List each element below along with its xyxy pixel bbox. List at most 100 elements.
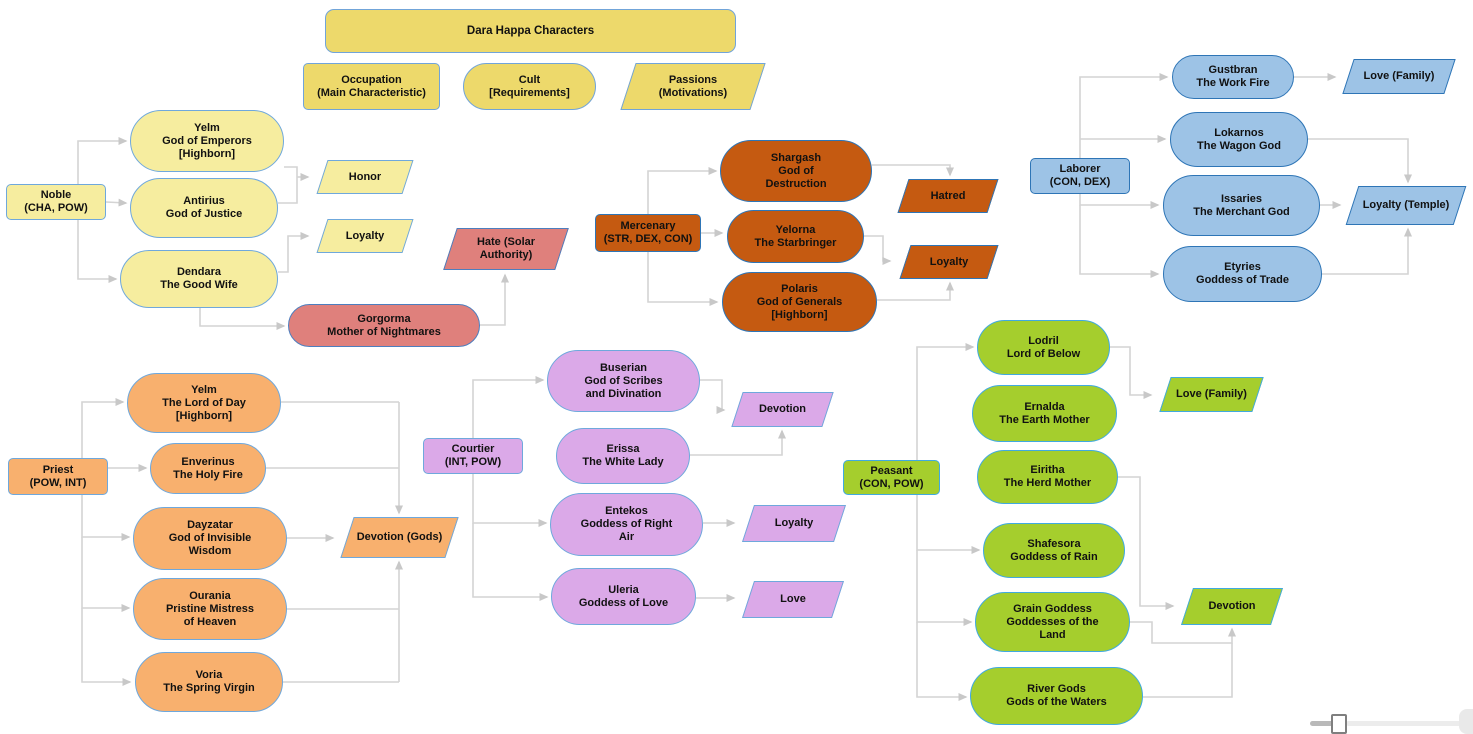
polaris-label: Polaris God of Generals [Highborn] xyxy=(756,282,843,321)
node-dayzatar[interactable]: Dayzatar God of Invisible Wisdom xyxy=(133,507,287,570)
node-river-gods[interactable]: River Gods Gods of the Waters xyxy=(970,667,1143,725)
enverinus-label: Enverinus The Holy Fire xyxy=(173,455,243,481)
node-etyries[interactable]: Etyries Goddess of Trade xyxy=(1163,246,1322,302)
courtier-label: Courtier (INT, POW) xyxy=(444,443,502,468)
node-dendara[interactable]: Dendara The Good Wife xyxy=(120,250,278,308)
edge-laborer-to-etyries xyxy=(1079,205,1160,278)
edge-noble-to-dendara xyxy=(77,220,118,283)
node-loyalty-temple[interactable]: Loyalty (Temple) xyxy=(1342,186,1470,225)
shafesora-label: Shafesora Goddess of Rain xyxy=(1010,537,1098,563)
legend-occupation-label: Occupation (Main Characteristic) xyxy=(317,73,426,99)
node-laborer[interactable]: Laborer (CON, DEX) xyxy=(1030,158,1130,194)
node-hate-solar-authority[interactable]: Hate (Solar Authority) xyxy=(440,228,572,270)
node-loyalty-mercenary[interactable]: Loyalty xyxy=(895,245,1003,279)
node-peasant[interactable]: Peasant (CON, POW) xyxy=(843,460,940,495)
node-noble[interactable]: Noble (CHA, POW) xyxy=(6,184,106,220)
edge-priest-to-ourania xyxy=(81,537,131,612)
edge-peasant-to-shafesora xyxy=(916,495,981,554)
yelorna-label: Yelorna The Starbringer xyxy=(754,223,837,249)
laborer-label: Laborer (CON, DEX) xyxy=(1049,163,1111,188)
node-devotion-gods[interactable]: Devotion (Gods) xyxy=(337,517,462,558)
yelm-emperors-label: Yelm God of Emperors [Highborn] xyxy=(162,121,252,160)
node-shafesora[interactable]: Shafesora Goddess of Rain xyxy=(983,523,1125,578)
edge-laborer-to-issaries xyxy=(1079,194,1160,209)
node-antirius[interactable]: Antirius God of Justice xyxy=(130,178,278,238)
edge-courtier-to-buserian xyxy=(472,376,545,438)
node-gustbran[interactable]: Gustbran The Work Fire xyxy=(1172,55,1294,99)
loyalty-temple-label: Loyalty (Temple) xyxy=(1362,199,1450,211)
edge-shargash-to-hatred xyxy=(872,164,954,177)
lokarnos-label: Lokarnos The Wagon God xyxy=(1197,126,1281,152)
node-loyalty-courtier[interactable]: Loyalty xyxy=(738,505,850,542)
etyries-label: Etyries Goddess of Trade xyxy=(1196,261,1289,286)
node-devotion-courtier[interactable]: Devotion xyxy=(727,392,838,427)
legend-passions-label: Passions (Motivations) xyxy=(658,73,728,99)
peasant-label: Peasant (CON, POW) xyxy=(859,464,924,490)
node-grain-goddess[interactable]: Grain Goddess Goddesses of the Land xyxy=(975,592,1130,652)
node-uleria[interactable]: Uleria Goddess of Love xyxy=(551,568,696,625)
zoom-slider-track[interactable] xyxy=(1346,721,1462,726)
mercenary-label: Mercenary (STR, DEX, CON) xyxy=(603,220,693,245)
edge-grain-goddess-to-devotion-peasant xyxy=(1130,621,1236,644)
node-love-family-peasant[interactable]: Love (Family) xyxy=(1155,377,1268,412)
node-voria[interactable]: Voria The Spring Virgin xyxy=(135,652,283,712)
node-yelorna[interactable]: Yelorna The Starbringer xyxy=(727,210,864,263)
edge-dendara-to-gorgorma xyxy=(199,308,286,330)
node-shargash[interactable]: Shargash God of Destruction xyxy=(720,140,872,202)
dendara-label: Dendara The Good Wife xyxy=(160,266,238,291)
edge-priest-to-voria xyxy=(81,608,132,686)
edge-priest-to-yelm-lord-of-day xyxy=(81,398,125,458)
node-love-family-laborer[interactable]: Love (Family) xyxy=(1338,59,1460,94)
edge-polaris-to-loyalty-mercenary xyxy=(877,281,954,301)
edge-noble-to-yelm-emperors xyxy=(77,137,128,184)
grain-goddess-label: Grain Goddess Goddesses of the Land xyxy=(1006,602,1099,641)
node-love-courtier[interactable]: Love xyxy=(738,581,848,618)
edge-river-gods-to-devotion-merge xyxy=(1143,643,1233,698)
edge-mercenary-to-shargash xyxy=(647,167,718,214)
node-erissa[interactable]: Erissa The White Lady xyxy=(556,428,690,484)
node-entekos[interactable]: Entekos Goddess of Right Air xyxy=(550,493,703,556)
node-lodril[interactable]: Lodril Lord of Below xyxy=(977,320,1110,375)
node-mercenary[interactable]: Mercenary (STR, DEX, CON) xyxy=(595,214,701,252)
edge-buserian-to-devotion-courtier xyxy=(700,379,726,414)
node-ourania[interactable]: Ourania Pristine Mistress of Heaven xyxy=(133,578,287,640)
node-lokarnos[interactable]: Lokarnos The Wagon God xyxy=(1170,112,1308,167)
zoom-slider-thumb[interactable] xyxy=(1331,714,1347,734)
hate-solar-authority-label: Hate (Solar Authority) xyxy=(476,236,536,261)
node-loyalty-noble[interactable]: Loyalty xyxy=(312,219,418,253)
node-honor[interactable]: Honor xyxy=(312,160,418,194)
node-eiritha[interactable]: Eiritha The Herd Mother xyxy=(977,450,1118,504)
antirius-label: Antirius God of Justice xyxy=(165,195,243,220)
loyalty-noble-label: Loyalty xyxy=(345,229,385,242)
node-yelm-emperors[interactable]: Yelm God of Emperors [Highborn] xyxy=(130,110,284,172)
node-gorgorma[interactable]: Gorgorma Mother of Nightmares xyxy=(288,304,480,347)
edge-gorgorma-to-hate-solar-authority xyxy=(480,273,509,326)
node-ernalda[interactable]: Ernalda The Earth Mother xyxy=(972,385,1117,442)
uleria-label: Uleria Goddess of Love xyxy=(578,583,669,609)
devotion-courtier-label: Devotion xyxy=(758,403,807,415)
priest-label: Priest (POW, INT) xyxy=(29,463,87,489)
node-legend-occupation[interactable]: Occupation (Main Characteristic) xyxy=(303,63,440,110)
edge-noble-to-antirius xyxy=(105,198,128,207)
edge-etyries-to-loyalty-temple xyxy=(1322,227,1412,275)
river-gods-label: River Gods Gods of the Waters xyxy=(1006,683,1107,708)
edge-laborer-to-gustbran xyxy=(1079,73,1169,158)
node-polaris[interactable]: Polaris God of Generals [Highborn] xyxy=(722,272,877,332)
node-buserian[interactable]: Buserian God of Scribes and Divination xyxy=(547,350,700,412)
honor-label: Honor xyxy=(348,170,382,183)
legend-cult-label: Cult [Requirements] xyxy=(489,73,570,99)
node-yelm-lord-of-day[interactable]: Yelm The Lord of Day [Highborn] xyxy=(127,373,281,433)
node-enverinus[interactable]: Enverinus The Holy Fire xyxy=(150,443,266,494)
zoom-slider-track-filled[interactable] xyxy=(1310,721,1334,726)
node-legend-passions[interactable]: Passions (Motivations) xyxy=(618,63,768,110)
node-issaries[interactable]: Issaries The Merchant God xyxy=(1163,175,1320,236)
node-title[interactable]: Dara Happa Characters xyxy=(325,9,736,53)
node-courtier[interactable]: Courtier (INT, POW) xyxy=(423,438,523,474)
node-hatred[interactable]: Hatred xyxy=(893,179,1003,213)
node-devotion-peasant[interactable]: Devotion xyxy=(1177,588,1287,625)
node-legend-cult[interactable]: Cult [Requirements] xyxy=(463,63,596,110)
love-courtier-label: Love xyxy=(780,593,806,605)
node-priest[interactable]: Priest (POW, INT) xyxy=(8,458,108,495)
